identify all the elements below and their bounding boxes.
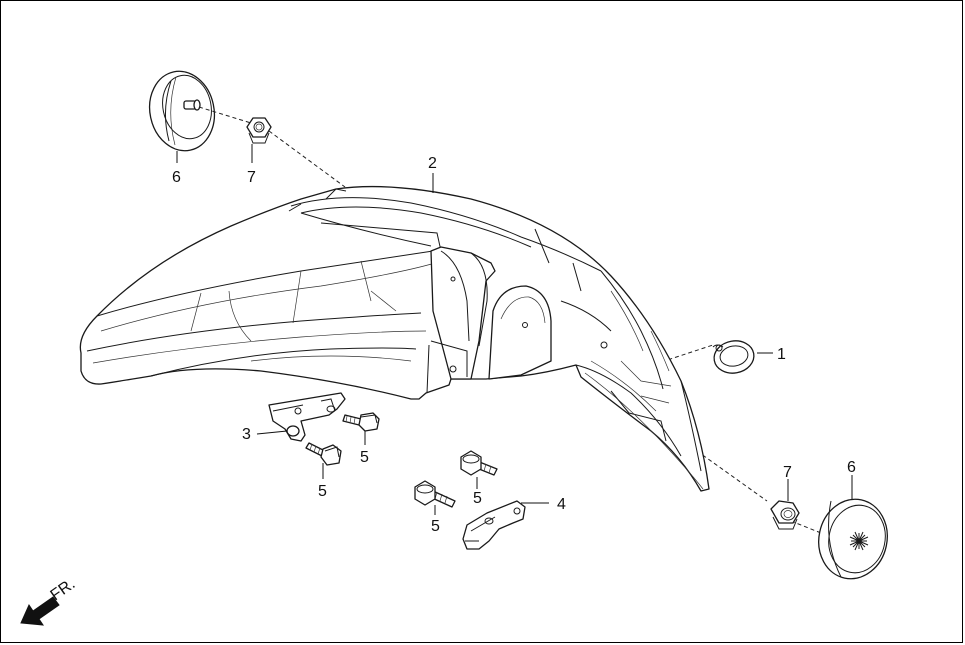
callout-4: 4 bbox=[557, 496, 566, 513]
part-5-bolt-b[interactable] bbox=[305, 442, 342, 466]
part-6-reflector-right[interactable] bbox=[811, 493, 894, 585]
callout-3: 3 bbox=[242, 426, 251, 443]
front-arrow-icon bbox=[20, 596, 60, 626]
part-1-grommet[interactable] bbox=[712, 338, 757, 376]
callout-5-b: 5 bbox=[318, 483, 327, 500]
callout-2: 2 bbox=[428, 155, 437, 172]
part-5-bolt-a[interactable] bbox=[342, 412, 380, 432]
callout-6-b: 6 bbox=[847, 459, 856, 476]
part-4-bracket-right[interactable] bbox=[462, 500, 526, 550]
callout-5-a: 5 bbox=[360, 449, 369, 466]
part-3-bracket-left[interactable] bbox=[268, 392, 346, 442]
reflector-center-burst bbox=[849, 531, 869, 551]
assembly-line-upper-2 bbox=[268, 130, 346, 188]
callout-5-c: 5 bbox=[473, 490, 482, 507]
callout-1: 1 bbox=[777, 346, 786, 363]
leader-lines bbox=[176, 144, 853, 515]
part-5-bolt-c[interactable] bbox=[460, 450, 498, 476]
callout-7-b: 7 bbox=[783, 464, 792, 481]
front-direction-indicator: FR. bbox=[20, 576, 78, 626]
callout-7-a: 7 bbox=[247, 169, 256, 186]
callout-6-a: 6 bbox=[172, 169, 181, 186]
part-6-reflector-left[interactable] bbox=[142, 65, 221, 157]
part-5-bolt-d[interactable] bbox=[414, 480, 456, 508]
part-2-front-fender[interactable] bbox=[79, 185, 710, 492]
assembly-line-upper bbox=[198, 106, 252, 124]
callout-5-d: 5 bbox=[431, 518, 440, 535]
part-7-nut-left[interactable] bbox=[246, 117, 272, 144]
part-7-nut-right[interactable] bbox=[770, 500, 800, 530]
